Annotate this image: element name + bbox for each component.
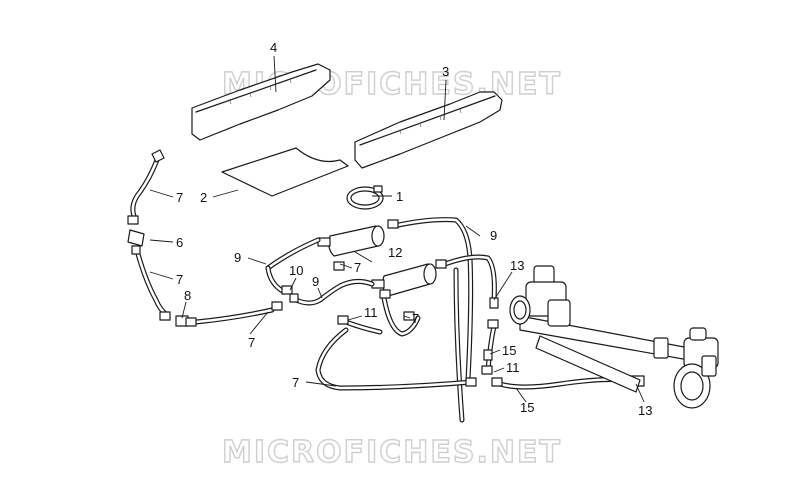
callout-7: 7 xyxy=(176,190,183,205)
clamp-ring xyxy=(346,185,384,210)
callout-4: 4 xyxy=(270,40,277,55)
callout-7: 7 xyxy=(292,375,299,390)
callout-12: 12 xyxy=(388,245,402,260)
fuel-filter-lower xyxy=(371,263,437,297)
watermark-bottom: MICROFICHES.NET xyxy=(222,435,562,470)
callout-7: 7 xyxy=(354,260,361,275)
callout-labels: 4 3 2 1 7 6 7 8 7 9 10 9 12 7 9 11 7 7 1… xyxy=(176,40,652,418)
callout-3: 3 xyxy=(442,64,449,79)
callout-10: 10 xyxy=(289,263,303,278)
callout-2: 2 xyxy=(200,190,207,205)
heat-shield-left xyxy=(191,63,331,141)
callout-15: 15 xyxy=(502,343,516,358)
callout-8: 8 xyxy=(184,288,191,303)
callout-6: 6 xyxy=(176,235,183,250)
leader-lines xyxy=(149,55,645,403)
heat-shield-right xyxy=(354,91,503,169)
callout-7: 7 xyxy=(248,335,255,350)
callout-7: 7 xyxy=(412,311,419,326)
insulation-pad xyxy=(221,147,349,197)
callout-13: 13 xyxy=(638,403,652,418)
throttle-body-assembly xyxy=(509,265,719,409)
callout-9: 9 xyxy=(312,274,319,289)
callout-7: 7 xyxy=(176,272,183,287)
fuel-filter-upper xyxy=(317,225,385,257)
callout-11: 11 xyxy=(506,360,520,375)
callout-9: 9 xyxy=(490,228,497,243)
callout-11: 11 xyxy=(364,305,378,320)
callout-9: 9 xyxy=(234,250,241,265)
callout-1: 1 xyxy=(396,189,403,204)
callout-13: 13 xyxy=(510,258,524,273)
callout-15: 15 xyxy=(520,400,534,415)
